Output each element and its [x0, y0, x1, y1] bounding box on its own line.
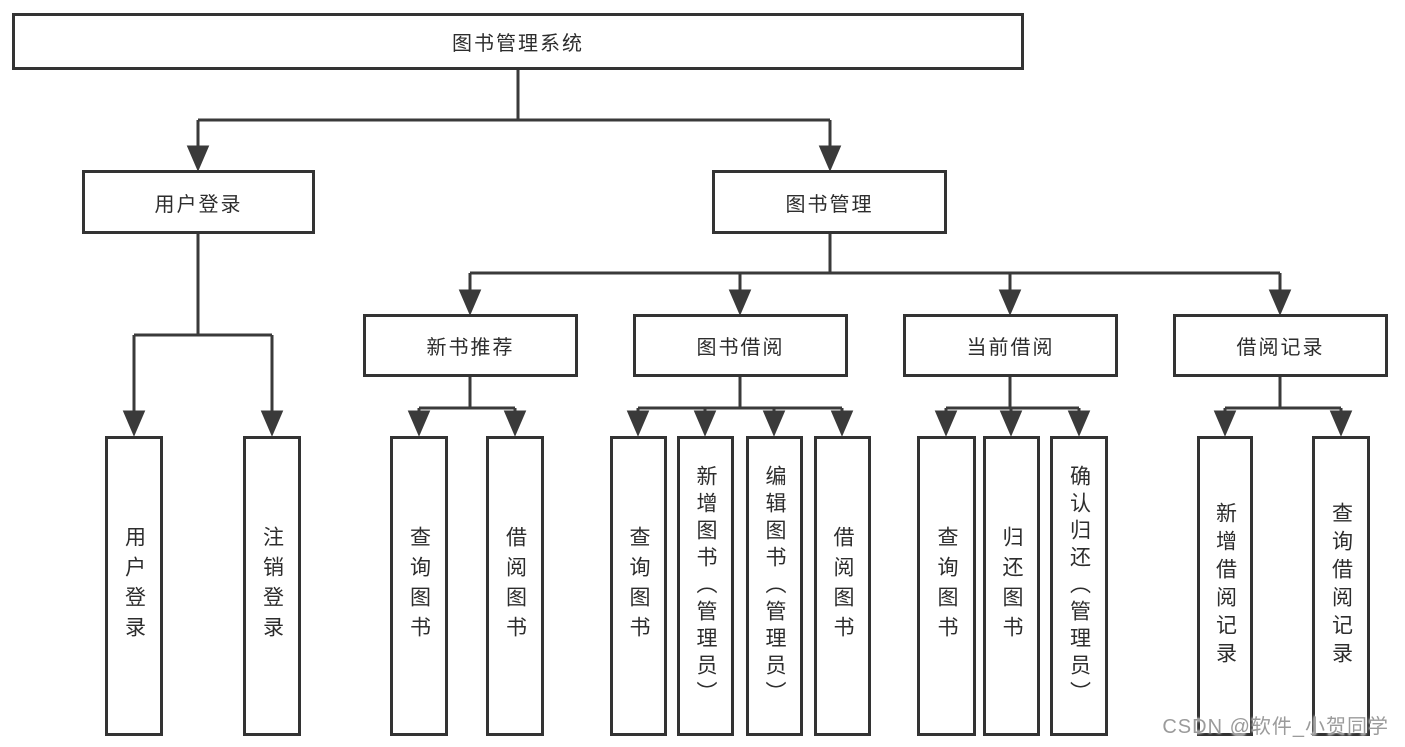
node-user-login-label: 用户登录 [154, 193, 243, 216]
arrowhead [1329, 410, 1353, 437]
arrowhead [122, 410, 146, 437]
node-book-borrow-label: 图书借阅 [696, 337, 785, 359]
watermark: CSDN @软件_小贺同学 [1162, 716, 1389, 738]
node-borrow-records-label: 借阅记录 [1236, 337, 1325, 359]
node-new-book-rec: 新书推荐 [363, 314, 578, 377]
leaf-edit-book-label: 编辑图书（管理员） [763, 464, 786, 708]
leaf-query-record-label: 查询借阅记录 [1329, 502, 1353, 670]
node-root-label: 图书管理系统 [452, 33, 584, 55]
leaf-borrow-book-1-label: 借阅图书 [503, 526, 527, 646]
arrowhead [186, 145, 210, 172]
arrowhead [1067, 410, 1091, 437]
arrowhead [1213, 410, 1237, 437]
leaf-confirm-return-label: 确认归还（管理员） [1067, 464, 1091, 708]
connector-current-borrow-to-leaves [934, 377, 1091, 437]
leaf-edit-book: 编辑图书（管理员） [746, 436, 803, 736]
leaf-return-book: 归还图书 [983, 436, 1040, 736]
arrowhead [830, 410, 854, 437]
leaf-user-login-label: 用户登录 [122, 526, 146, 646]
node-book-mgmt: 图书管理 [712, 170, 947, 234]
arrowhead [999, 410, 1023, 437]
leaf-query-book-2: 查询图书 [610, 436, 667, 736]
leaf-query-book-3: 查询图书 [917, 436, 976, 736]
arrowhead [762, 410, 786, 437]
arrowhead [934, 410, 958, 437]
arrowhead [407, 410, 431, 437]
leaf-add-book-label: 新增图书（管理员） [694, 464, 717, 708]
node-book-mgmt-label: 图书管理 [785, 193, 874, 216]
leaf-add-record: 新增借阅记录 [1197, 436, 1253, 736]
node-new-book-rec-label: 新书推荐 [426, 337, 515, 359]
leaf-logout: 注销登录 [243, 436, 301, 736]
node-borrow-records: 借阅记录 [1173, 314, 1388, 377]
connector-new-book-rec-to-leaves [407, 377, 527, 437]
arrowhead [693, 410, 717, 437]
arrowhead [503, 410, 527, 437]
leaf-query-record: 查询借阅记录 [1312, 436, 1370, 736]
connector-user-login-to-leaves [122, 234, 284, 437]
leaf-query-book-1: 查询图书 [390, 436, 448, 736]
leaf-query-book-1-label: 查询图书 [407, 526, 431, 646]
arrowhead [458, 289, 482, 316]
leaf-borrow-book-2: 借阅图书 [814, 436, 871, 736]
arrowhead [998, 289, 1022, 316]
node-current-borrow: 当前借阅 [903, 314, 1118, 377]
leaf-query-book-2-label: 查询图书 [627, 526, 650, 646]
leaf-add-book: 新增图书（管理员） [677, 436, 734, 736]
leaf-query-book-3-label: 查询图书 [935, 526, 958, 646]
leaf-confirm-return: 确认归还（管理员） [1050, 436, 1108, 736]
leaf-logout-label: 注销登录 [260, 526, 284, 646]
connector-borrow-records-to-leaves [1213, 377, 1353, 437]
arrowhead [260, 410, 284, 437]
arrowhead [626, 410, 650, 437]
leaf-borrow-book-2-label: 借阅图书 [831, 526, 854, 646]
connector-book-borrow-to-leaves [626, 377, 854, 437]
node-current-borrow-label: 当前借阅 [966, 337, 1055, 359]
node-user-login: 用户登录 [82, 170, 315, 234]
leaf-user-login: 用户登录 [105, 436, 163, 736]
connector-book-mgmt-to-level3 [458, 234, 1292, 316]
node-root: 图书管理系统 [12, 13, 1024, 70]
arrowhead [1268, 289, 1292, 316]
arrowhead [818, 145, 842, 172]
arrowhead [728, 289, 752, 316]
connector-root-to-level2 [186, 70, 842, 172]
node-book-borrow: 图书借阅 [633, 314, 848, 377]
leaf-return-book-label: 归还图书 [1000, 526, 1023, 646]
leaf-add-record-label: 新增借阅记录 [1213, 502, 1237, 670]
leaf-borrow-book-1: 借阅图书 [486, 436, 544, 736]
